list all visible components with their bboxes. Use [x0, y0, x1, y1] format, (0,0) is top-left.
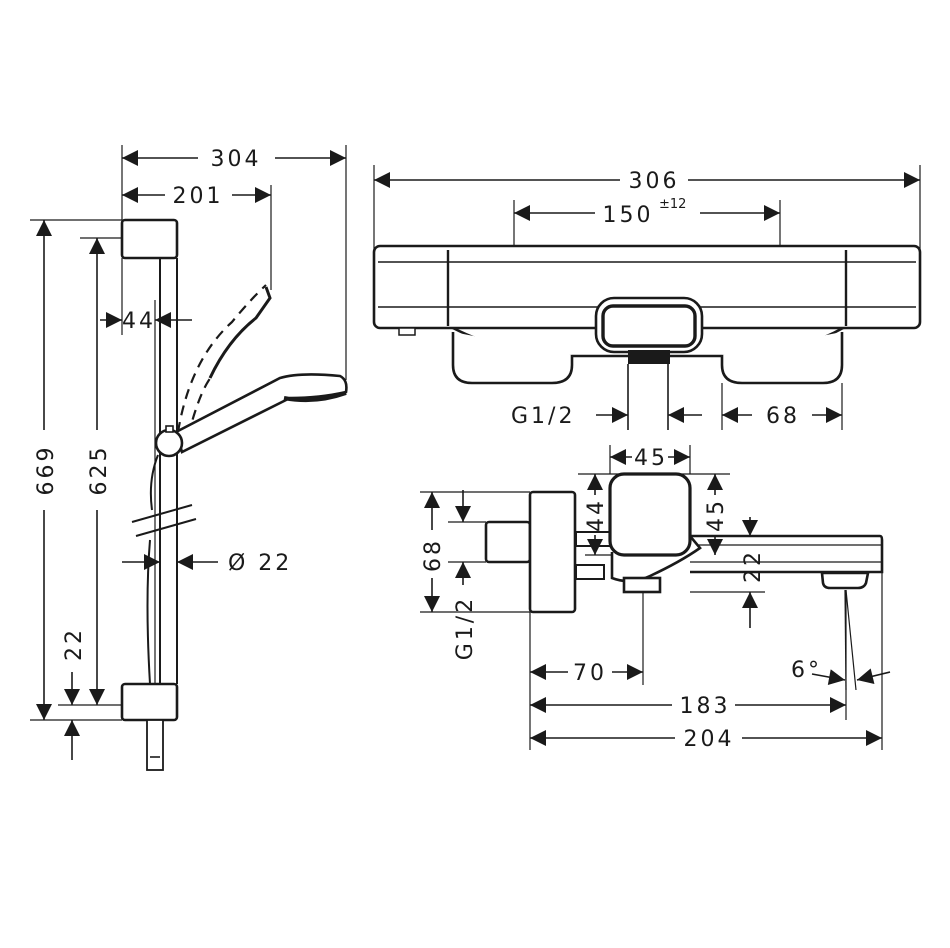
inlet-stub — [484, 520, 532, 564]
dimension-overall-width: 306 — [374, 169, 920, 194]
shower-rail-view: 304 201 44 669 625 22 — [30, 145, 348, 771]
top-wall-bracket — [120, 218, 179, 260]
hand-shower — [154, 284, 348, 458]
mixer-side-view: 45 68 G1/2 44 45 22 — [420, 445, 891, 752]
drain-plug — [398, 327, 416, 336]
dimension-label: 183 — [680, 694, 731, 719]
dimension-handshower-reach: 201 — [122, 184, 271, 209]
left-handle — [451, 332, 574, 385]
dimension-knob-width: 45 — [610, 446, 690, 471]
dimension-rail-offset: 44 — [100, 309, 192, 334]
dimension-outlet-offset: 70 — [530, 661, 643, 686]
shower-rail — [120, 218, 197, 771]
dimension-label: G1/2 — [453, 596, 478, 660]
dimension-label: 45 — [704, 498, 729, 532]
dimension-label: 201 — [173, 184, 224, 209]
dimension-connection-spacing: 150 ±12 — [514, 197, 780, 228]
dimension-label: 669 — [34, 445, 59, 496]
dimension-label: 68 — [421, 538, 446, 572]
dimension-label: Ø 22 — [228, 551, 292, 576]
dimension-inlet-thread: G1/2 — [453, 490, 478, 660]
dimension-label: G1/2 — [511, 404, 575, 429]
dimension-spout-height: 22 — [741, 517, 766, 628]
dimension-label: 150 — [603, 203, 654, 228]
dimension-label: 625 — [87, 445, 112, 496]
dimension-label: 306 — [629, 169, 680, 194]
wall-rosette — [528, 490, 577, 614]
dimension-body-height: 68 — [421, 492, 446, 612]
dimension-label: 44 — [584, 498, 609, 532]
dimension-bottom-offset: 22 — [62, 627, 87, 760]
dimension-label: 68 — [766, 404, 800, 429]
dimension-label: 45 — [634, 446, 668, 471]
aerator — [820, 571, 870, 590]
dimension-label: 204 — [684, 727, 735, 752]
dimension-spout-reach: 183 — [530, 694, 846, 719]
hose-connector — [146, 719, 164, 771]
dimension-total-height: 669 — [34, 220, 59, 720]
dimension-knob-height-left: 44 — [584, 474, 609, 555]
dimension-label: 44 — [122, 309, 156, 334]
dimension-label: 6° — [791, 658, 822, 683]
dimension-spray-angle: 6° — [791, 589, 891, 691]
dimension-inlet-thread: G1/2 — [511, 404, 702, 429]
tolerance-label: ±12 — [659, 197, 686, 212]
dimension-rail-diameter: Ø 22 — [122, 551, 292, 576]
dimension-knob-height-right: 45 — [704, 474, 729, 555]
dimension-label: 304 — [211, 147, 262, 172]
spout — [690, 534, 884, 574]
right-handle — [720, 332, 844, 385]
mixer-front-view: 306 150 ±12 G1/2 68 — [372, 165, 922, 430]
dimension-handle-width: 68 — [722, 404, 842, 429]
dimension-label: 22 — [741, 549, 766, 583]
dimension-total-depth: 204 — [530, 727, 882, 752]
dimension-bracket-spacing: 625 — [87, 238, 112, 705]
outlet-nut — [628, 350, 670, 364]
dimension-label: 70 — [573, 661, 607, 686]
dimension-overall-width: 304 — [122, 147, 346, 172]
dimension-label: 22 — [62, 627, 87, 661]
thermostat-knob — [608, 472, 692, 557]
outlet-nut — [622, 576, 662, 594]
bottom-wall-bracket — [120, 682, 179, 722]
